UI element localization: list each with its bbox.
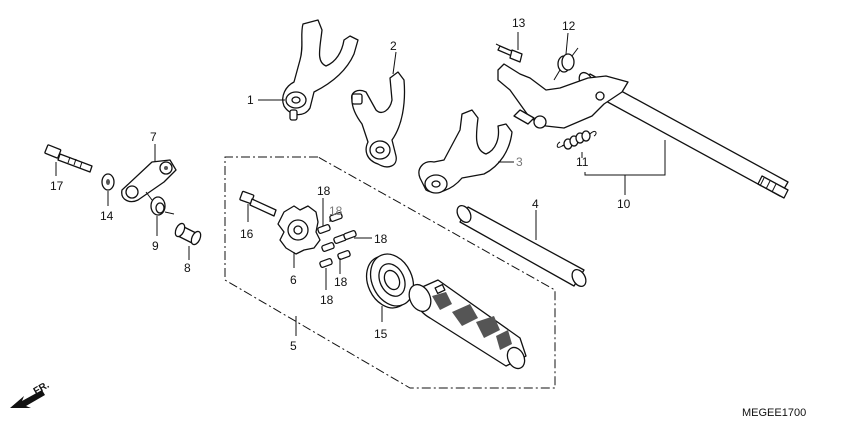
callout-7: 7 (150, 130, 157, 144)
pivot-bolt (495, 43, 523, 63)
callout-11: 11 (576, 155, 589, 169)
stopper-arm (121, 159, 177, 203)
callout-1: 1 (247, 93, 254, 107)
shift-fork-2 (351, 71, 406, 168)
callout-4: 4 (532, 197, 539, 211)
shift-arm (497, 63, 629, 129)
callout-15: 15 (374, 327, 388, 341)
fork-shaft (456, 204, 587, 288)
callout-9: 9 (152, 239, 159, 253)
stopper-spring (553, 47, 579, 81)
front-direction-arrow-icon (10, 390, 45, 408)
stopper-bolt (44, 144, 93, 173)
callout-13: 13 (512, 16, 526, 30)
shift-fork-3 (418, 109, 513, 194)
callout-17: 17 (50, 179, 64, 193)
shift-fork-1 (282, 19, 359, 121)
callout-18-b: 18 (329, 204, 343, 218)
callout-8: 8 (184, 261, 191, 275)
callout-14: 14 (100, 209, 114, 223)
callout-16: 16 (240, 227, 254, 241)
assembly-outline (224, 156, 556, 389)
callout-5: 5 (290, 339, 297, 353)
callout-6: 6 (290, 273, 297, 287)
callout-18-a: 18 (317, 184, 331, 198)
collar (174, 222, 202, 246)
drum-bearing (365, 253, 415, 309)
washer (101, 173, 115, 191)
diagram-code: MEGEE1700 (742, 407, 806, 419)
callout-3: 3 (516, 155, 523, 169)
callout-18-d: 18 (320, 293, 334, 307)
callout-10: 10 (617, 197, 631, 211)
return-spring (556, 130, 597, 150)
stopper-arm-spring (145, 191, 175, 216)
callout-12: 12 (562, 19, 576, 33)
drum-pins (317, 212, 357, 268)
shift-drum (408, 279, 527, 370)
drum-center (277, 205, 321, 255)
callout-18-e: 18 (334, 275, 348, 289)
callout-18-c: 18 (374, 232, 388, 246)
callout-2: 2 (390, 39, 397, 53)
center-bolt (239, 190, 277, 217)
front-direction-label: FR. (32, 380, 52, 398)
